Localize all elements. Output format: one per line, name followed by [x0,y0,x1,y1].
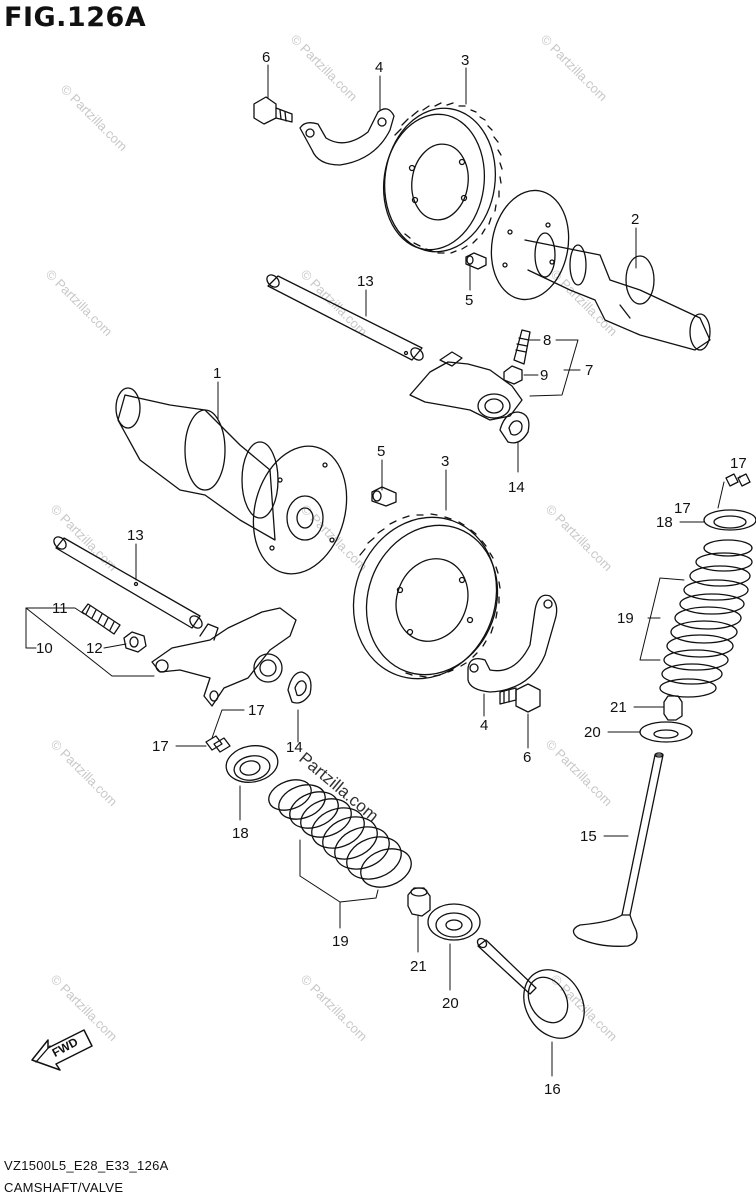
shim-left [287,671,312,704]
callout-7: 7 [585,362,593,379]
callout-3: 3 [461,52,469,69]
callout-4: 4 [480,717,488,734]
spring-retainer-left [225,745,279,783]
callout-4: 4 [375,59,383,76]
callout-20: 20 [442,995,459,1012]
nut-left [123,631,147,653]
callout-10: 10 [36,640,53,657]
watermark-text: © Partzilla.com [298,972,371,1045]
valve-cotter-right [725,473,751,487]
valve-stem-seal-right [663,695,683,721]
callout-21: 21 [410,958,427,975]
callout-17: 17 [730,455,747,472]
intake-valve [572,752,664,947]
valve-spring-left [268,779,412,888]
spring-seat-right [639,721,693,743]
watermark-text: © Partzilla.com [288,32,361,105]
callout-5: 5 [377,443,385,460]
shim-top [499,411,530,444]
footer-model-code: VZ1500L5_E28_E33_126A [4,1158,169,1173]
callout-20: 20 [584,724,601,741]
watermark-text: © Partzilla.com [543,502,616,575]
valve-spring-right [659,539,753,698]
callout-21: 21 [610,699,627,716]
callout-14: 14 [286,739,303,756]
figure-title: FIG.126A [4,2,147,33]
callout-18: 18 [656,514,673,531]
watermark-text: © Partzilla.com [48,737,121,810]
callout-17: 17 [152,738,169,755]
rocker-arm-left [151,607,297,707]
watermark-text: © Partzilla.com [543,737,616,810]
watermark-text: © Partzilla.com [58,82,131,155]
rocker-shaft-top [266,274,424,361]
sprocket-mid [352,513,501,680]
spring-retainer-right [703,509,756,531]
sprocket-top [382,102,503,254]
valve-cotter-left [205,735,231,753]
callout-14: 14 [508,479,525,496]
bolt-mid [499,683,541,713]
callout-19: 19 [332,933,349,950]
bracket-top [299,108,395,166]
watermark-text: © Partzilla.com [43,267,116,340]
callout-19: 19 [617,610,634,627]
callout-1: 1 [213,365,221,382]
callout-6: 6 [262,49,270,66]
bolt-top [253,96,293,125]
fwd-arrow-icon [31,1029,93,1071]
rocker-arm-top [409,351,523,421]
callout-16: 16 [544,1081,561,1098]
callout-labels: 6 4 3 2 5 13 8 9 7 14 1 5 3 17 17 18 19 … [36,49,747,1098]
spring-seat-left [427,903,481,941]
pin-mid [371,486,397,507]
callout-17: 17 [674,500,691,517]
bracket-mid [467,594,558,693]
callout-2: 2 [631,211,639,228]
callout-12: 12 [86,640,103,657]
rocker-shaft-left [53,536,203,629]
callout-8: 8 [543,332,551,349]
exhaust-valve [476,937,585,1039]
valve-stem-seal-left [407,887,431,917]
callout-13: 13 [127,527,144,544]
pin-top [465,252,487,270]
callout-9: 9 [540,367,548,384]
callout-3: 3 [441,453,449,470]
callout-5: 5 [465,292,473,309]
camshaft-right [490,189,711,351]
callout-6: 6 [523,749,531,766]
watermark-text: © Partzilla.com [298,502,371,575]
callout-15: 15 [580,828,597,845]
camshaft-left [115,387,348,575]
watermark-text: © Partzilla.com [538,32,611,105]
adjuster-screw-top [503,329,531,385]
leader-lines [25,64,741,1077]
callout-11: 11 [52,600,68,617]
watermark-center-text: Partzilla.com [295,749,382,826]
callout-18: 18 [232,825,249,842]
footer-section-name: CAMSHAFT/VALVE [4,1180,124,1195]
callout-17: 17 [248,702,265,719]
adjuster-screw-left [81,603,121,635]
watermark-text: © Partzilla.com [48,502,121,575]
callout-13: 13 [357,273,374,290]
